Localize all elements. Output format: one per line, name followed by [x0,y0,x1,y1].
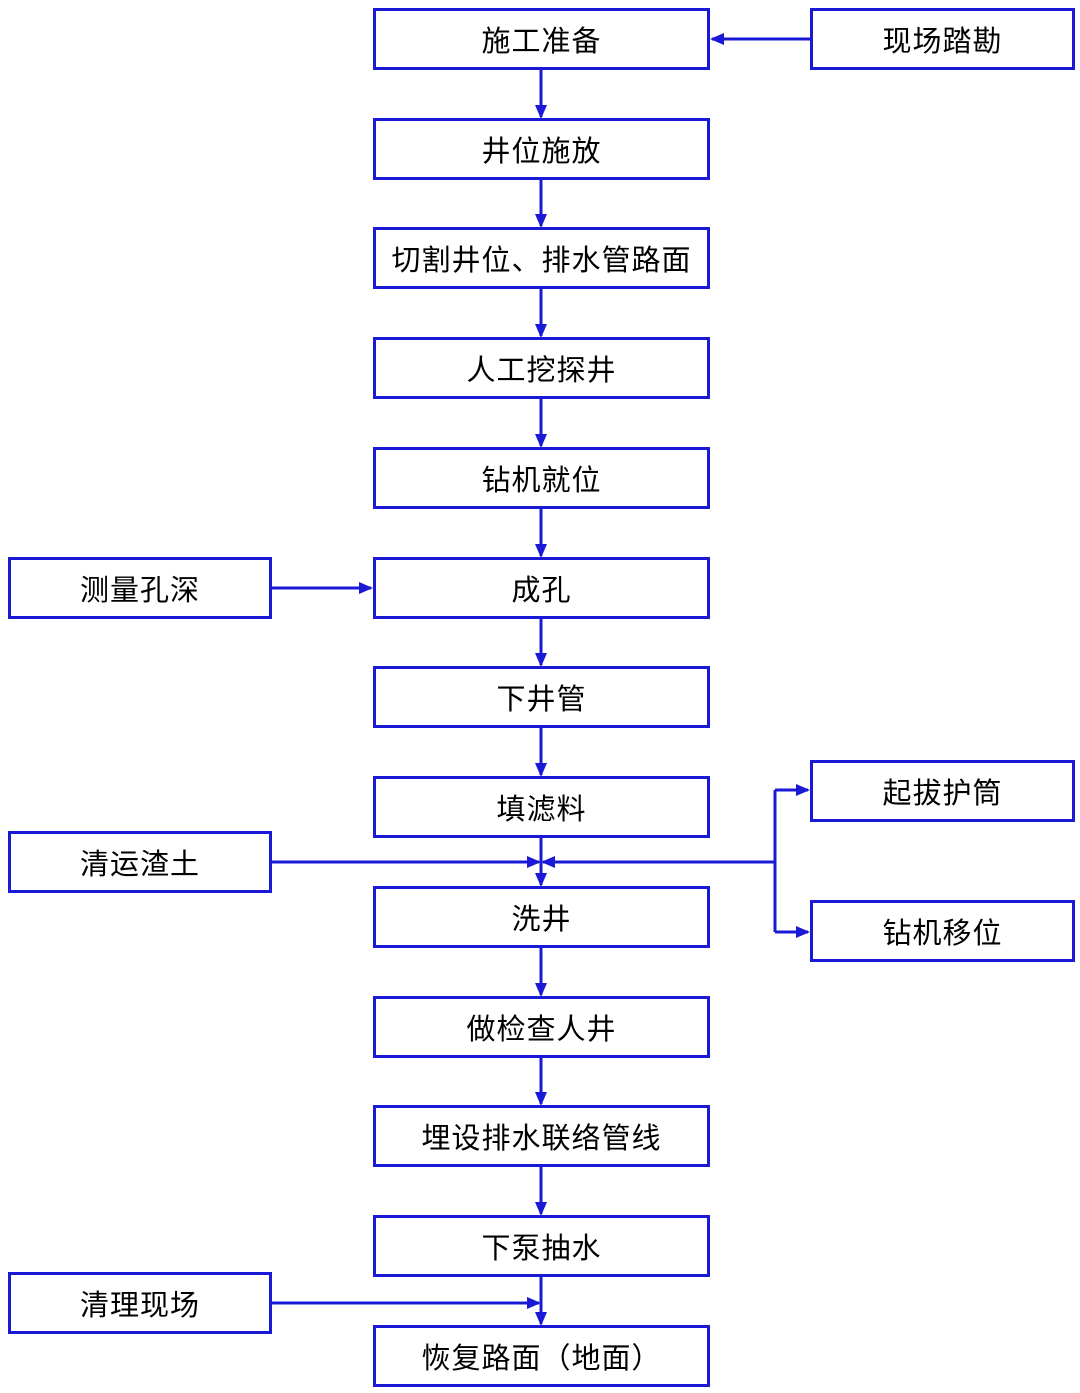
step-fill-filter: 填滤料 [373,776,710,838]
step-label: 做检查人井 [466,1012,617,1046]
step-bury-pipeline: 埋设排水联络管线 [373,1105,710,1167]
side-pull-casing: 起拔护筒 [810,760,1075,822]
step-lower-pipe: 下井管 [373,666,710,728]
side-clean-site: 清理现场 [8,1272,272,1334]
step-construction-prep: 施工准备 [373,8,710,70]
side-label: 起拔护筒 [882,776,1003,810]
step-label: 切割井位、排水管路面 [391,243,692,277]
step-label: 下井管 [496,682,587,716]
side-label: 清运渣土 [79,847,200,881]
step-label: 成孔 [511,573,572,607]
side-move-rig: 钻机移位 [810,900,1075,962]
side-label: 现场踏勘 [882,24,1003,58]
side-label: 清理现场 [79,1288,200,1322]
step-wash-well: 洗井 [373,886,710,948]
step-label: 恢复路面（地面） [421,1341,662,1375]
side-label: 钻机移位 [882,916,1003,950]
step-label: 钻机就位 [481,463,602,497]
step-label: 洗井 [511,902,572,936]
step-inspection-well: 做检查人井 [373,996,710,1058]
step-manual-dig: 人工挖探井 [373,337,710,399]
step-label: 埋设排水联络管线 [421,1121,662,1155]
step-drill-hole: 成孔 [373,557,710,619]
step-label: 施工准备 [481,24,602,58]
step-pump-water: 下泵抽水 [373,1215,710,1277]
step-rig-in-place: 钻机就位 [373,447,710,509]
step-label: 井位施放 [481,134,602,168]
side-clear-soil: 清运渣土 [8,831,272,893]
side-label: 测量孔深 [79,573,200,607]
step-label: 下泵抽水 [481,1231,602,1265]
side-site-survey: 现场踏勘 [810,8,1075,70]
step-label: 填滤料 [496,792,587,826]
step-well-layout: 井位施放 [373,118,710,180]
step-restore-pavement: 恢复路面（地面） [373,1325,710,1387]
side-measure-depth: 测量孔深 [8,557,272,619]
step-cut-pavement: 切割井位、排水管路面 [373,227,710,289]
step-label: 人工挖探井 [466,353,617,387]
